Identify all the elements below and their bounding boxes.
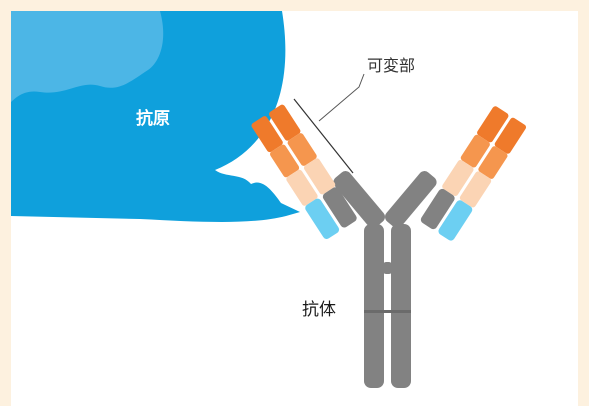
left-fab [251,104,357,239]
antibody-right-arm [385,171,437,229]
antibody-antigen-diagram [11,11,527,388]
variable-region-label: 可変部 [367,56,416,75]
antibody-left-arm [333,171,385,229]
antibody-stem [364,224,411,388]
variable-region-leader-line [318,73,365,122]
diagram-panel: 抗原 可変部 抗体 [11,11,578,406]
right-fab [420,106,527,241]
antigen-shape [11,11,300,222]
antigen-label: 抗原 [136,109,170,129]
antibody-label: 抗体 [302,300,336,320]
variable-region-bracket [293,98,354,174]
